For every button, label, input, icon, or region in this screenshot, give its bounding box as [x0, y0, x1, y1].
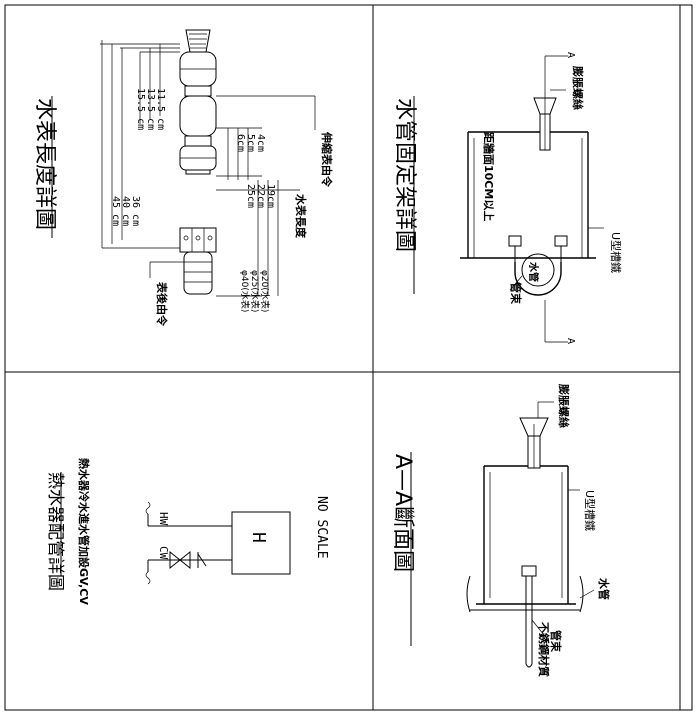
panel-pipe-support: 水管固定架詳圖 水管: [392, 52, 623, 344]
label-clamp: 管束: [509, 282, 523, 305]
pipe-support-title: 水管固定架詳圖: [392, 98, 417, 252]
dim-len-2: 22cm: [255, 184, 266, 208]
dim-len-1: 19cm: [265, 184, 276, 208]
section-label-pipe: 水管: [597, 578, 611, 600]
section-label-anchor: 膨脹螺絲: [557, 383, 571, 428]
water-heater-box: [231, 511, 291, 575]
section-mark-top: A: [565, 52, 576, 58]
dim-mid-2: 5cm: [245, 134, 256, 152]
label-flex-union: 伸縮表由令: [320, 131, 334, 188]
gate-valve: [169, 550, 191, 570]
label-anchor-bolt: 膨脹螺絲: [571, 65, 585, 110]
label-meter-length: 水表長度: [294, 194, 308, 239]
section-anchor: [519, 417, 549, 469]
dim-long-2: 40 cm: [120, 196, 131, 226]
panel-heater-piping: 熱水器配管詳圖 熱水器冷水進水管加設GV,CV H HW CW NO SCALE: [45, 458, 329, 605]
meter-length-title: 水表長度詳圖: [32, 98, 57, 230]
dim-top-3: 15.5 cm: [135, 88, 146, 130]
pipe-size-1: φ20(水表): [259, 270, 271, 312]
dim-long-1: 36 cm: [130, 196, 141, 226]
channel-section: [466, 465, 584, 613]
section-mark-bottom: A: [565, 338, 576, 344]
heater-label: H: [248, 532, 269, 543]
check-valve: [197, 552, 207, 568]
dim-top-2: 13.5 cm: [145, 88, 156, 130]
pipe-size-2: φ25(水表): [249, 270, 261, 312]
dim-mid-3: 6cm: [235, 134, 246, 152]
section-label-material: 不銹鋼材質: [537, 622, 551, 677]
heater-piping-title: 熱水器配管詳圖: [45, 472, 65, 591]
section-leaders: [531, 401, 595, 641]
dim-mid-1: 4cm: [255, 134, 266, 152]
label-after-union: 表後由令: [155, 281, 169, 327]
pipe-label-inside: 水管: [527, 261, 540, 282]
section-clamp-rod: [521, 565, 537, 668]
label-wall-distance: 距牆面10CM以上: [482, 132, 496, 221]
section-label-clamp: 管束: [549, 630, 563, 653]
scale-note: NO SCALE: [314, 496, 329, 559]
dimension-lines-long: [101, 40, 180, 249]
section-label-channel: U型槽鐵: [583, 490, 597, 531]
dimension-lines-right: [149, 95, 316, 297]
hw-label: HW: [157, 512, 170, 526]
water-meter-assembly: [179, 29, 217, 175]
panel-meter-length: 水表長度詳圖: [32, 29, 334, 327]
after-meter-union: [179, 227, 217, 295]
label-u-channel: U型槽鐵: [609, 232, 623, 273]
dim-top-1: 11.5 cm: [155, 88, 166, 130]
cw-label: CW: [157, 546, 170, 560]
pipe-and-clamp: [514, 253, 562, 296]
u-channel: [460, 131, 596, 259]
pipe-size-3: φ40(水表): [239, 270, 251, 312]
panel-section-aa: A—A斷面圖: [390, 383, 611, 677]
heater-note: 熱水器冷水進水管加設GV,CV: [77, 458, 91, 605]
sheet-frame: [4, 4, 693, 711]
dimension-lines-short: [100, 43, 180, 124]
pipe-support-leaders: [509, 55, 604, 343]
clamp-bolts: [508, 235, 568, 262]
dim-long-3: 45 cm: [110, 196, 121, 226]
dim-len-3: 25cm: [245, 184, 256, 208]
expansion-anchor: [533, 86, 557, 151]
